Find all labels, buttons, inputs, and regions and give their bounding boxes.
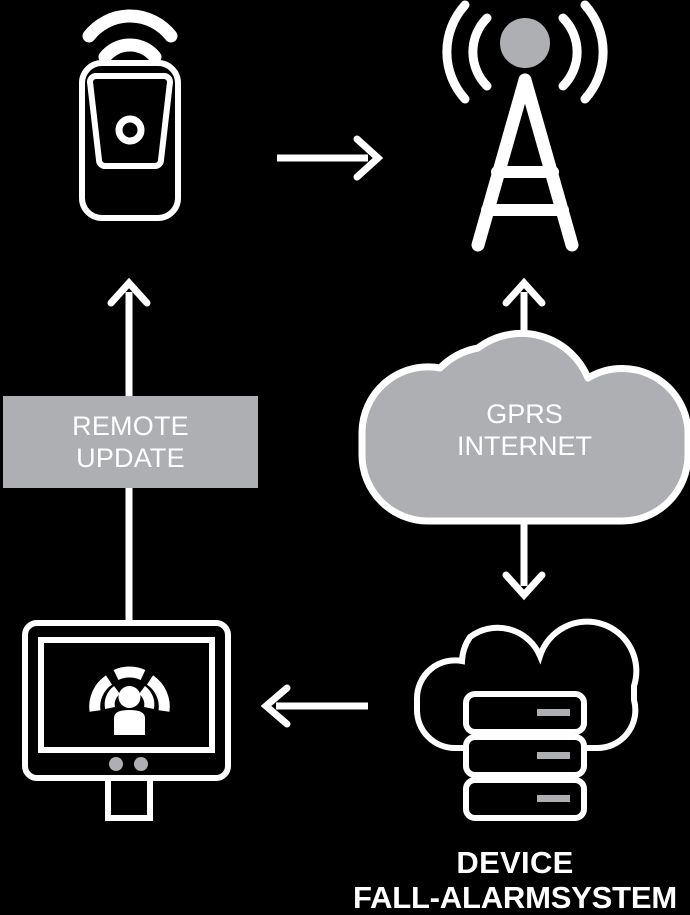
arrow-remote-update-to-device	[107, 277, 151, 396]
cloud-server-icon	[414, 618, 640, 821]
arrow-server-to-monitor	[260, 684, 368, 728]
antenna-tower-icon	[442, 0, 608, 252]
device-caption-line-2: FALL-ALARMSYSTEM	[353, 880, 677, 915]
remote-update-label: REMOTE UPDATE	[72, 411, 189, 473]
remote-update-box: REMOTE UPDATE	[3, 396, 258, 488]
device-caption-line-1: DEVICE	[456, 845, 574, 880]
arrow-device-to-antenna	[277, 135, 384, 181]
monitor-alarm-display-icon	[22, 620, 231, 821]
fall-alarm-symbol	[89, 666, 170, 735]
pendant-alarm-device-icon	[79, 9, 181, 221]
gprs-internet-cloud	[358, 329, 690, 525]
arrow-cloud-to-server	[502, 519, 546, 601]
device-caption: DEVICE FALL-ALARMSYSTEM	[340, 845, 690, 915]
